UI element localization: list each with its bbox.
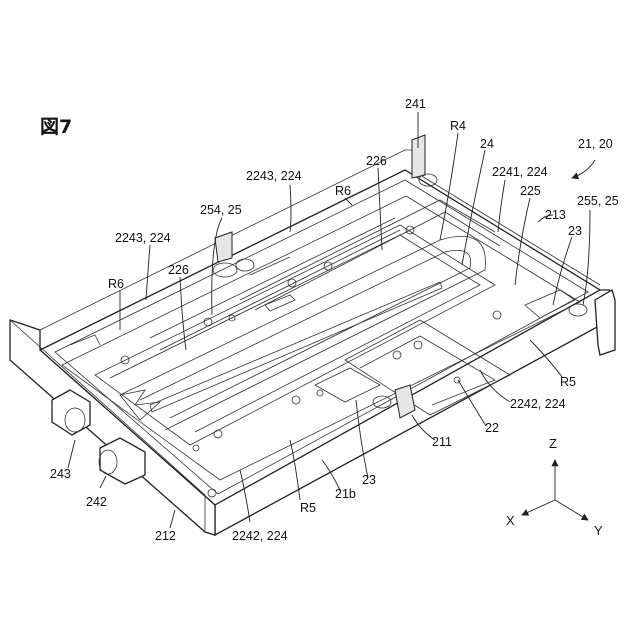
label-243: 243 bbox=[50, 467, 71, 481]
axis-y-label: Y bbox=[594, 523, 603, 538]
label-r5-right: R5 bbox=[560, 375, 576, 389]
label-r6-top: R6 bbox=[335, 184, 351, 198]
label-212: 212 bbox=[155, 529, 176, 543]
label-23-bottom: 23 bbox=[362, 473, 376, 487]
label-225: 225 bbox=[520, 184, 541, 198]
label-23-right: 23 bbox=[568, 224, 582, 238]
label-242: 242 bbox=[86, 495, 107, 509]
label-211: 211 bbox=[432, 435, 452, 449]
tray-body bbox=[10, 150, 615, 535]
label-226-top: 226 bbox=[366, 154, 387, 168]
label-2243-224-top: 2243, 224 bbox=[246, 169, 302, 183]
label-24: 24 bbox=[480, 137, 494, 151]
label-2242-224-right: 2242, 224 bbox=[510, 397, 566, 411]
label-213: 213 bbox=[545, 208, 566, 222]
label-2241-224: 2241, 224 bbox=[492, 165, 548, 179]
label-2242-224-bottom: 2242, 224 bbox=[232, 529, 288, 543]
figure-title: 図7 bbox=[40, 116, 72, 138]
label-226-left: 226 bbox=[168, 263, 189, 277]
label-2243-224-left: 2243, 224 bbox=[115, 231, 171, 245]
axis-triad: Z X Y bbox=[506, 436, 603, 538]
label-22: 22 bbox=[485, 421, 499, 435]
axis-z-label: Z bbox=[549, 436, 557, 451]
label-21-20: 21, 20 bbox=[578, 137, 613, 151]
label-21b: 21b bbox=[335, 487, 356, 501]
label-241: 241 bbox=[405, 97, 426, 111]
label-r6-left: R6 bbox=[108, 277, 124, 291]
label-254-25: 254, 25 bbox=[200, 203, 242, 217]
axis-x-label: X bbox=[506, 513, 515, 528]
label-255-25: 255, 25 bbox=[577, 194, 619, 208]
label-r5-bottom: R5 bbox=[300, 501, 316, 515]
label-r4: R4 bbox=[450, 119, 466, 133]
